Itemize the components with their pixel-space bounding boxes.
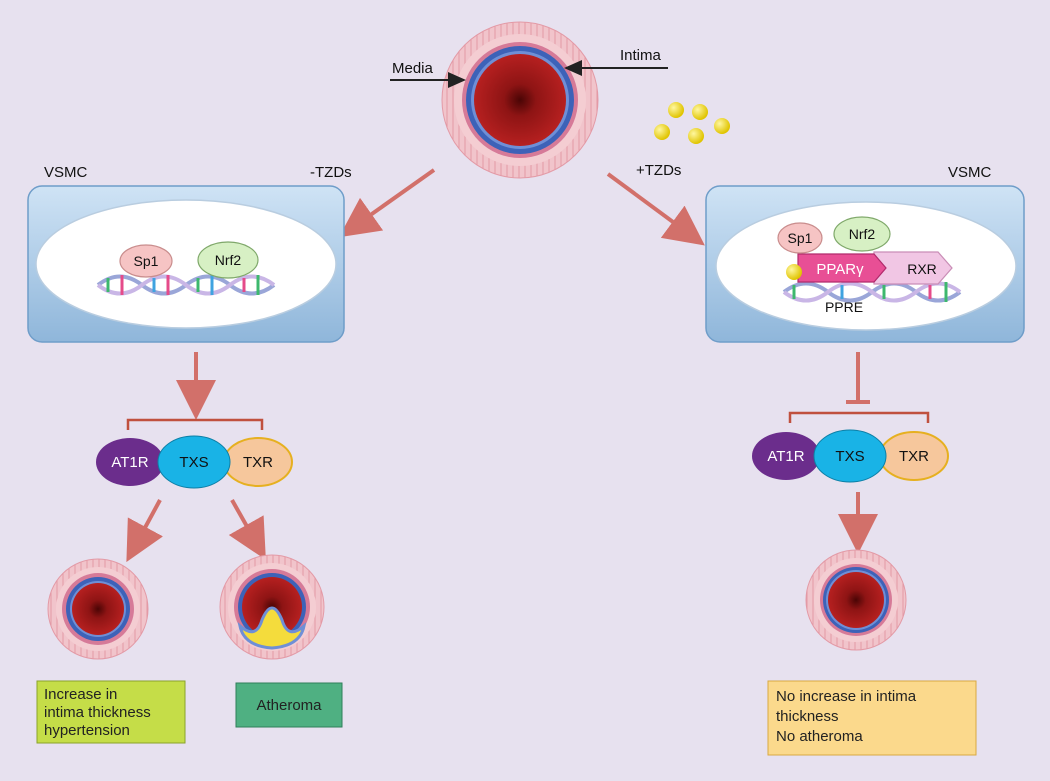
vsmc-left-label: VSMC bbox=[44, 164, 88, 181]
left-proteins: AT1R TXR TXS bbox=[96, 435, 293, 489]
tzd-dot bbox=[668, 102, 684, 118]
right-nrf2-label: Nrf2 bbox=[849, 226, 876, 242]
tzd-molecules bbox=[654, 102, 730, 144]
plaque bbox=[237, 606, 307, 650]
intima-pointer: Intima bbox=[564, 47, 668, 76]
media-label: Media bbox=[392, 60, 434, 77]
left-dna-helix bbox=[96, 274, 276, 296]
outcome-box-hypertension: Increase in intima thickness hypertensio… bbox=[36, 680, 186, 744]
right-txs-label: TXS bbox=[835, 448, 864, 465]
left-nrf2-label: Nrf2 bbox=[215, 252, 242, 268]
left-sp1-factor bbox=[119, 244, 173, 278]
outcome-1-line-2: intima thickness bbox=[44, 704, 151, 721]
left-at1r-label: AT1R bbox=[111, 454, 148, 471]
tzd-dot bbox=[688, 128, 704, 144]
left-nucleus bbox=[35, 199, 337, 329]
plus-tzds-label: +TZDs bbox=[636, 162, 681, 179]
media-pointer: Media bbox=[390, 60, 466, 88]
outcome-2-label: Atheroma bbox=[256, 697, 322, 714]
tzd-ligand-dot bbox=[786, 264, 802, 280]
left-arrow-atheroma bbox=[228, 499, 266, 560]
left-bracket bbox=[126, 418, 264, 430]
outcome-right-line-1: No increase in intima bbox=[776, 688, 917, 705]
right-sp1-factor bbox=[777, 222, 823, 254]
right-txr-label: TXR bbox=[899, 448, 929, 465]
tzd-dot bbox=[714, 118, 730, 134]
right-bracket bbox=[788, 411, 930, 423]
outcome-1-line-1: Increase in bbox=[44, 686, 117, 703]
outcome-box-no-increase: No increase in intima thickness No ather… bbox=[767, 680, 977, 756]
artery-thickened bbox=[47, 558, 149, 660]
left-arrow-hypertension bbox=[126, 499, 164, 563]
outcome-right-line-2: thickness bbox=[776, 708, 839, 725]
tzd-dot bbox=[692, 104, 708, 120]
right-proteins: AT1R TXR TXS bbox=[752, 429, 949, 483]
vsmc-right-label: VSMC bbox=[948, 164, 992, 181]
left-txs-label: TXS bbox=[179, 454, 208, 471]
right-at1r-pill bbox=[752, 432, 820, 480]
left-vsmc-cell: Sp1 Nrf2 bbox=[27, 185, 345, 343]
ppre-label: PPRE bbox=[825, 299, 863, 315]
right-at1r-label: AT1R bbox=[767, 448, 804, 465]
left-nrf2-factor bbox=[197, 241, 259, 279]
right-txs-pill bbox=[813, 429, 887, 483]
right-sp1-label: Sp1 bbox=[788, 230, 813, 246]
rxr-label: RXR bbox=[907, 261, 937, 277]
outcome-1-line-3: hypertension bbox=[44, 722, 130, 739]
right-dna-helix bbox=[782, 281, 962, 303]
right-nrf2-factor bbox=[833, 216, 891, 252]
left-at1r-pill bbox=[96, 438, 164, 486]
arrow-to-left-cell bbox=[338, 168, 436, 238]
right-vsmc-cell: RXR PPARγ Sp1 Nrf2 PPRE bbox=[705, 185, 1025, 343]
left-txs-pill bbox=[157, 435, 231, 489]
tzd-dot bbox=[654, 124, 670, 140]
arrow-to-right-cell bbox=[606, 172, 705, 246]
pparg-label: PPARγ bbox=[816, 261, 864, 278]
minus-tzds-label: -TZDs bbox=[310, 164, 352, 181]
top-artery bbox=[441, 21, 599, 179]
intima-label: Intima bbox=[620, 47, 662, 64]
left-sp1-label: Sp1 bbox=[134, 253, 159, 269]
artery-normal bbox=[805, 549, 907, 651]
outcome-right-line-3: No atheroma bbox=[776, 728, 863, 745]
left-txr-label: TXR bbox=[243, 454, 273, 471]
outcome-box-atheroma: Atheroma bbox=[235, 682, 343, 728]
artery-atheroma bbox=[219, 554, 325, 660]
